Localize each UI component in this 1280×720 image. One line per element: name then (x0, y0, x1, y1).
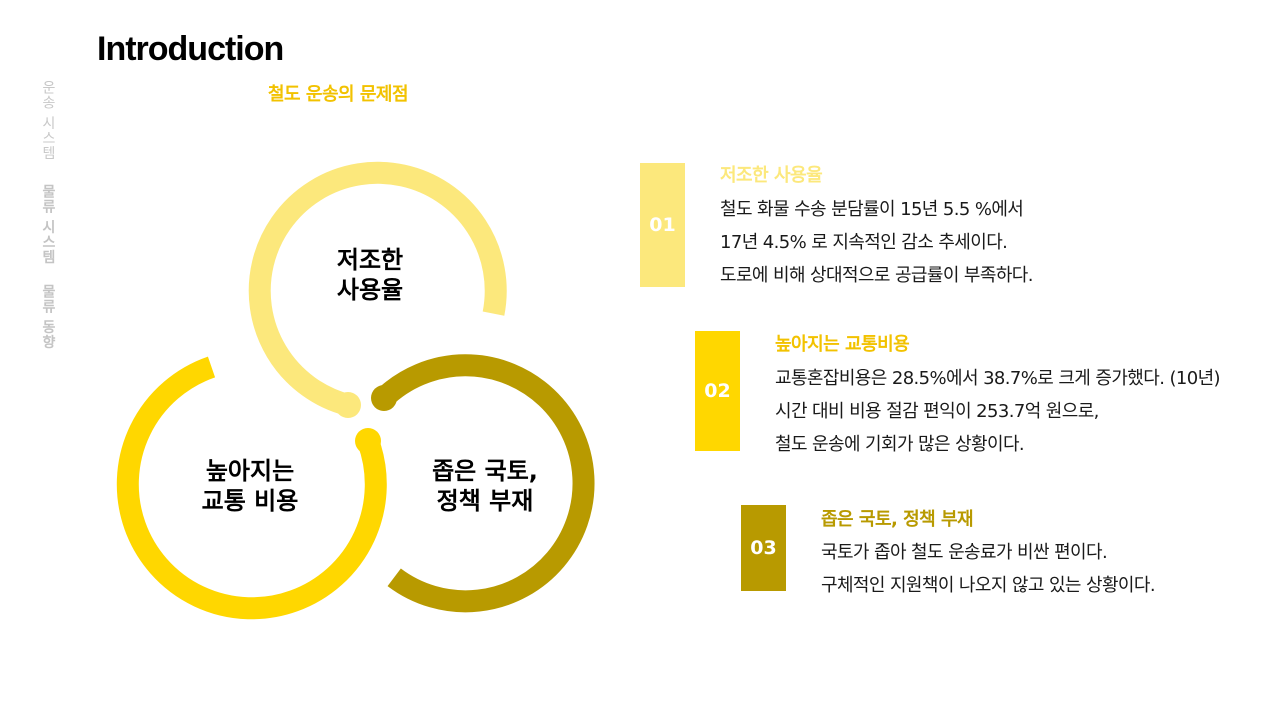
item-line: 국토가 좁아 철도 운송료가 비싼 편이다. (821, 542, 1108, 563)
item-line: 17년 4.5% 로 지속적인 감소 추세이다. (720, 232, 1008, 253)
side-nav-item-logistics-system[interactable]: 물류 시스템 (40, 184, 56, 265)
item-number-badge: 01 (640, 163, 685, 287)
ring-policy-label-line1: 좁은 국토, (432, 457, 538, 485)
item-line: 교통혼잡비용은 28.5%에서 38.7%로 크게 증가했다. (10년) (775, 368, 1221, 389)
item-number: 02 (704, 380, 731, 402)
item-line: 철도 운송에 기회가 많은 상황이다. (775, 434, 1025, 455)
side-nav-item-transport-system[interactable]: 운송 시스템 (40, 80, 56, 161)
ring-usage-label: 저조한 사용율 (290, 245, 450, 305)
ring-policy (376, 354, 595, 613)
ring-traffic-cost-label-line1: 높아지는 (205, 457, 295, 485)
ring-usage-knob (335, 392, 361, 418)
ring-usage-label-line1: 저조한 (336, 246, 404, 274)
page-subtitle: 철도 운송의 문제점 (268, 84, 409, 105)
item-heading: 좁은 국토, 정책 부재 (821, 509, 974, 530)
item-number: 01 (649, 214, 676, 236)
item-heading: 저조한 사용율 (720, 165, 823, 186)
item-line: 철도 화물 수송 분담률이 15년 5.5 %에서 (720, 199, 1024, 220)
item-number-badge: 02 (695, 331, 740, 451)
ring-policy-knob (371, 385, 397, 411)
ring-traffic-cost-label: 높아지는 교통 비용 (170, 456, 330, 516)
item-number: 03 (750, 537, 777, 559)
side-nav-item-logistics-trend[interactable]: 물류 동향 (40, 284, 56, 350)
ring-usage-label-line2: 사용율 (336, 276, 404, 304)
ring-traffic-cost-knob (355, 428, 381, 454)
ring-traffic-cost-label-line2: 교통 비용 (201, 487, 299, 515)
item-heading: 높아지는 교통비용 (775, 334, 910, 355)
side-nav: 운송 시스템 물류 시스템 물류 동향 (36, 80, 58, 360)
item-line: 시간 대비 비용 절감 편익이 253.7억 원으로, (775, 401, 1099, 422)
item-number-badge: 03 (741, 505, 786, 591)
ring-policy-label-line2: 정책 부재 (436, 487, 534, 515)
ring-usage (248, 161, 507, 416)
item-line: 구체적인 지원책이 나오지 않고 있는 상황이다. (821, 575, 1156, 596)
ring-traffic-cost (116, 356, 387, 620)
ring-policy-label: 좁은 국토, 정책 부재 (405, 456, 565, 516)
item-line: 도로에 비해 상대적으로 공급률이 부족하다. (720, 265, 1033, 286)
page-title: Introduction (97, 30, 284, 68)
